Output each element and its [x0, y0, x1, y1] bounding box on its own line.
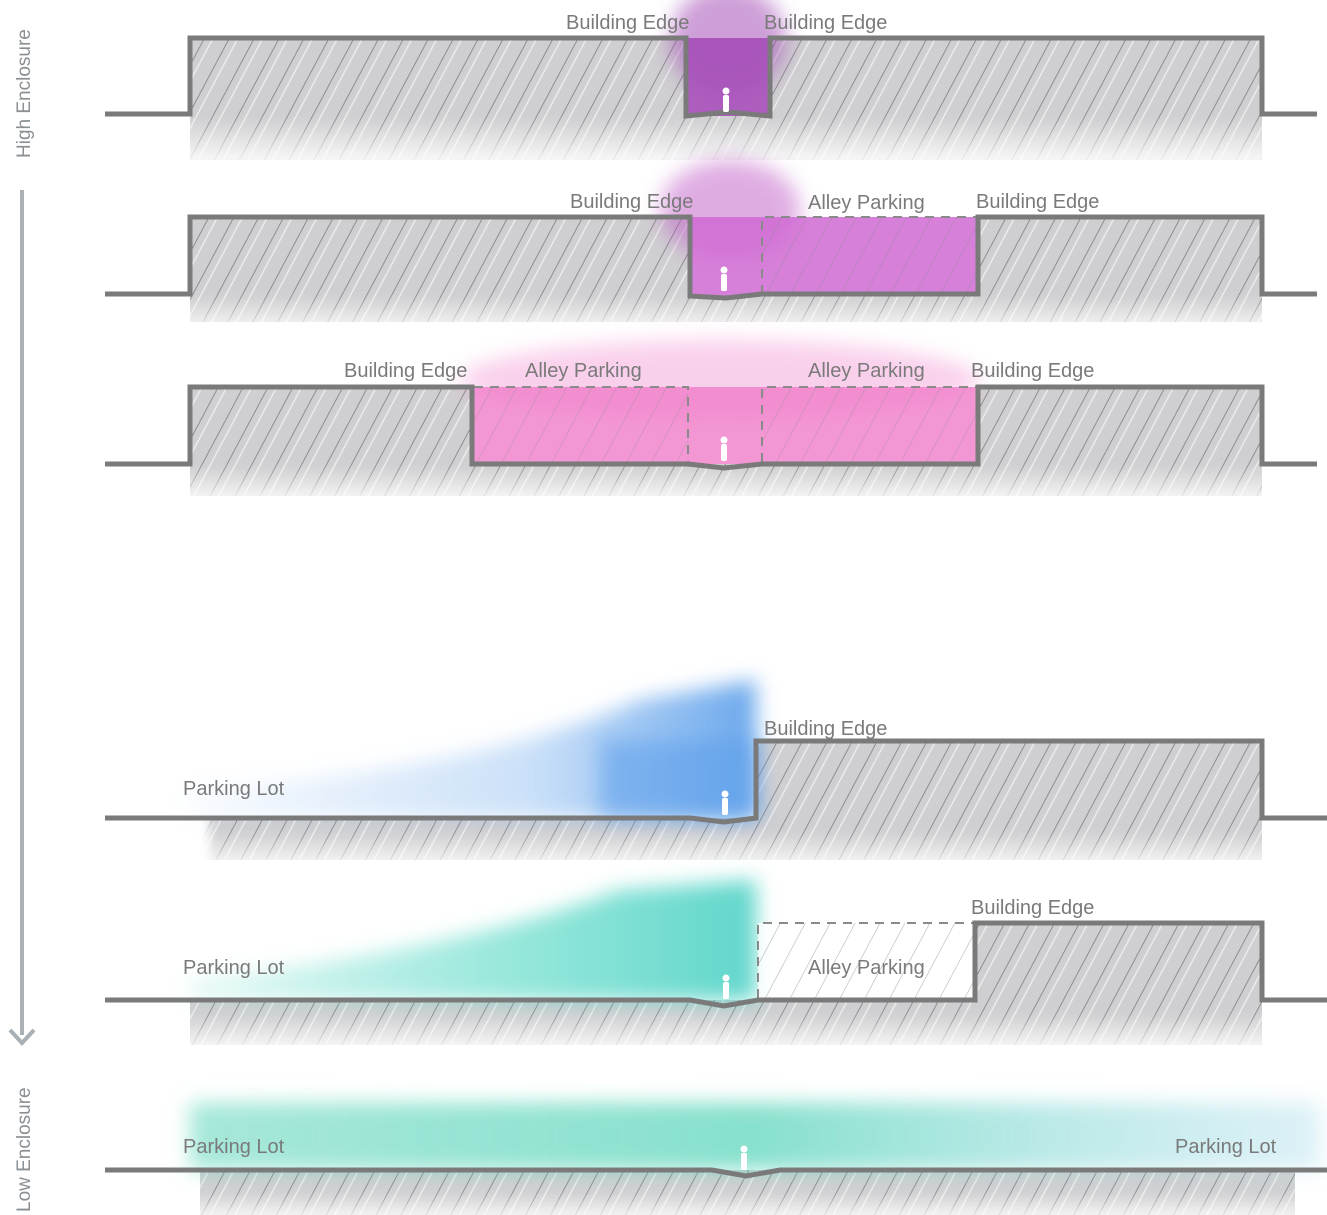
- axis-top-label: High Enclosure: [14, 29, 35, 158]
- alley-parking-hatch-left: [474, 387, 688, 464]
- section-3: Building Edge Alley Parking Alley Parkin…: [105, 340, 1317, 506]
- pedestrian-icon: [720, 266, 728, 291]
- section-5: Building Edge Parking Lot Alley Parking: [105, 880, 1327, 1054]
- section-outline: [105, 1167, 1327, 1179]
- label-parking-lot-left: Parking Lot: [183, 1136, 285, 1158]
- alley-parking-hatch: [758, 923, 973, 1000]
- label-parking-lot-right: Parking Lot: [1175, 1136, 1277, 1158]
- label-building-edge-left: Building Edge: [344, 360, 467, 382]
- enclosure-glow: [190, 880, 756, 1000]
- glow-fade-top: [170, 1060, 1327, 1110]
- label-parking-lot: Parking Lot: [183, 778, 285, 800]
- section-1: Building Edge Building Edge: [105, 0, 1317, 168]
- label-building-edge-left: Building Edge: [566, 12, 689, 34]
- ground-fade: [150, 118, 1310, 168]
- enclosure-glow: [190, 1100, 1320, 1170]
- section-outline: [105, 738, 1327, 825]
- section-2: Building Edge Alley Parking Building Edg…: [105, 160, 1317, 336]
- section-outline: [105, 214, 1317, 301]
- arrow-down-icon: [8, 1028, 36, 1046]
- pedestrian-icon: [740, 1145, 748, 1170]
- label-alley-parking: Alley Parking: [808, 957, 925, 979]
- axis-bottom-label: Low Enclosure: [14, 1087, 35, 1212]
- section-4: Building Edge Parking Lot: [105, 680, 1327, 872]
- label-building-edge-right: Building Edge: [764, 12, 887, 34]
- label-alley-parking-left: Alley Parking: [525, 360, 642, 382]
- alley-parking-hatch: [762, 217, 976, 296]
- section-6: Parking Lot Parking Lot: [105, 1060, 1327, 1215]
- ground-fade: [150, 1014, 1310, 1054]
- ground-fade: [150, 296, 1310, 336]
- label-alley-parking: Alley Parking: [808, 192, 925, 214]
- section-outline: [105, 920, 1327, 1009]
- enclosure-axis: High Enclosure Low Enclosure: [8, 29, 36, 1212]
- alley-parking-outline: [757, 922, 973, 998]
- ground-mass: [182, 741, 1262, 860]
- label-building-edge-left: Building Edge: [570, 191, 693, 213]
- pedestrian-icon: [722, 974, 730, 999]
- alley-parking-outline-right: [761, 386, 976, 462]
- ground-fade: [150, 832, 1310, 872]
- label-parking-lot: Parking Lot: [183, 957, 285, 979]
- pedestrian-icon: [722, 87, 730, 112]
- ground-mass: [190, 217, 1262, 322]
- enclosure-fill: [600, 740, 756, 818]
- alley-parking-hatch-right: [762, 387, 976, 464]
- ground-fade: [150, 1192, 1327, 1215]
- ground-fade: [150, 466, 1310, 506]
- label-building-edge-right: Building Edge: [976, 191, 1099, 213]
- label-alley-parking-right: Alley Parking: [808, 360, 925, 382]
- label-building-edge: Building Edge: [971, 897, 1094, 919]
- section-outline: [105, 384, 1317, 471]
- label-building-edge-right: Building Edge: [971, 360, 1094, 382]
- pedestrian-icon: [721, 790, 729, 815]
- pedestrian-icon: [720, 436, 728, 461]
- alley-parking-outline-left: [474, 386, 689, 462]
- section-outline: [105, 35, 1317, 119]
- label-building-edge: Building Edge: [764, 718, 887, 740]
